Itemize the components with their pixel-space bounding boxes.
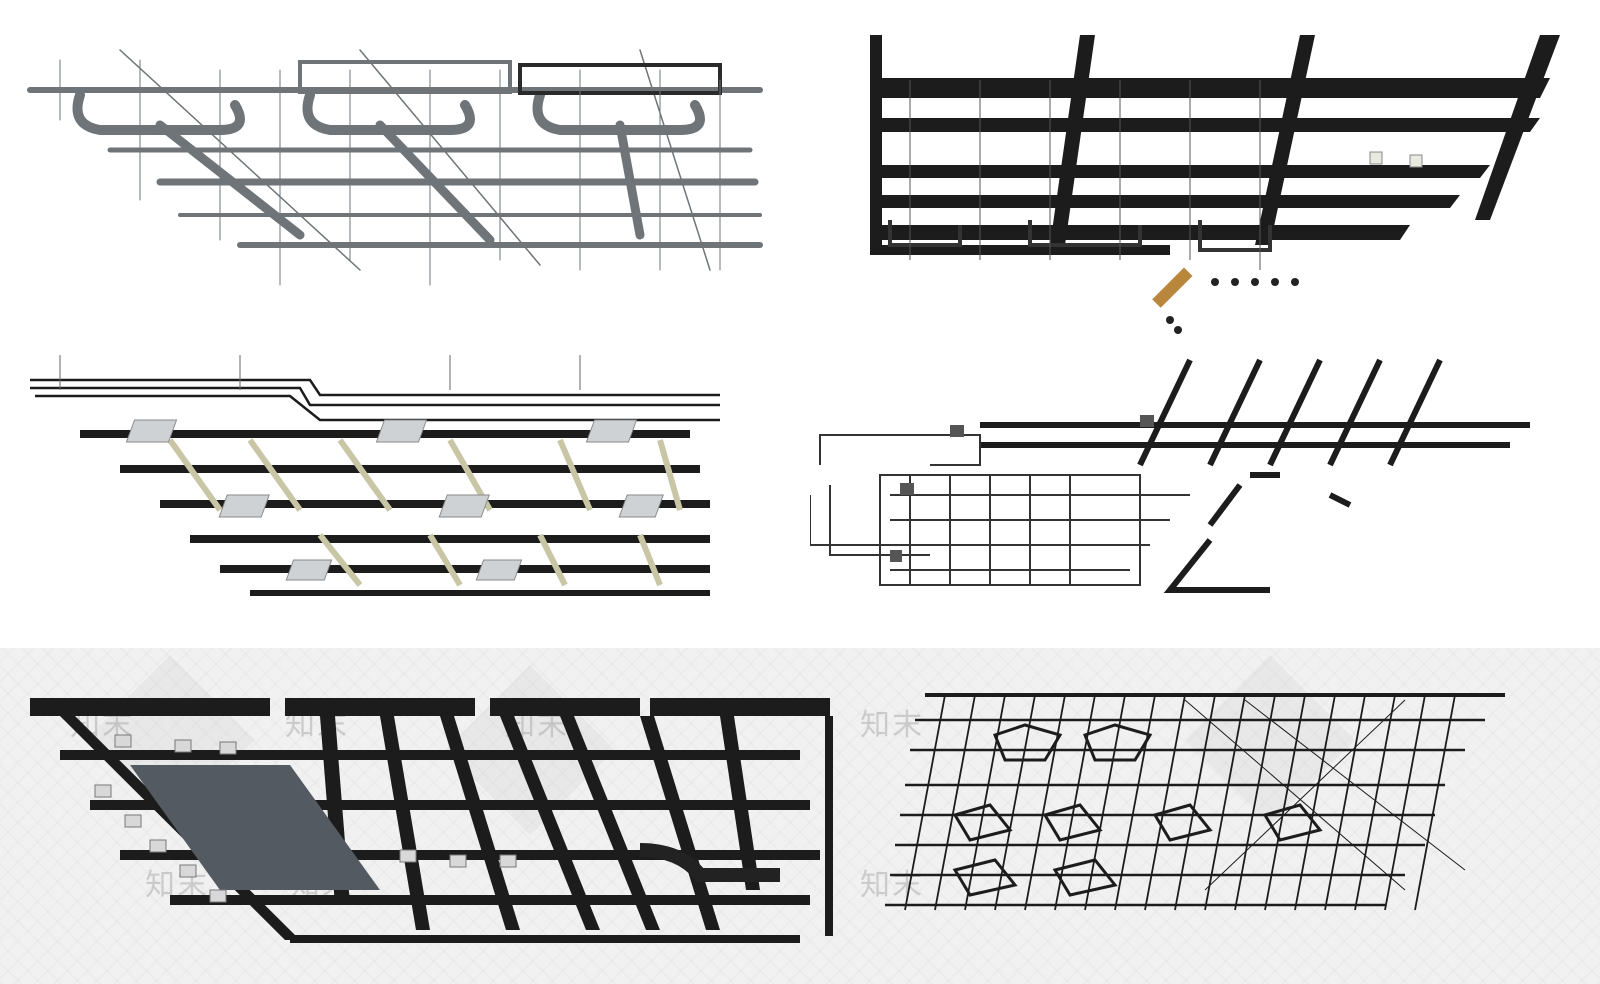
polygon-light-grid-icon bbox=[885, 693, 1505, 911]
hvac-duct-icon bbox=[27, 49, 763, 286]
ceiling-grid-icon bbox=[30, 698, 833, 943]
ceiling-beams-icon bbox=[870, 35, 1560, 334]
ac-ceiling-model bbox=[20, 350, 740, 620]
cable-tray-icon bbox=[810, 358, 1530, 593]
hvac-duct-model bbox=[20, 30, 780, 300]
cable-tray-model bbox=[810, 345, 1570, 620]
ceiling-beam-model bbox=[850, 20, 1580, 350]
dense-ceiling-grid-model bbox=[885, 690, 1585, 960]
ac-vent-ceiling-icon bbox=[30, 355, 720, 596]
ceiling-grid-model bbox=[20, 690, 850, 960]
